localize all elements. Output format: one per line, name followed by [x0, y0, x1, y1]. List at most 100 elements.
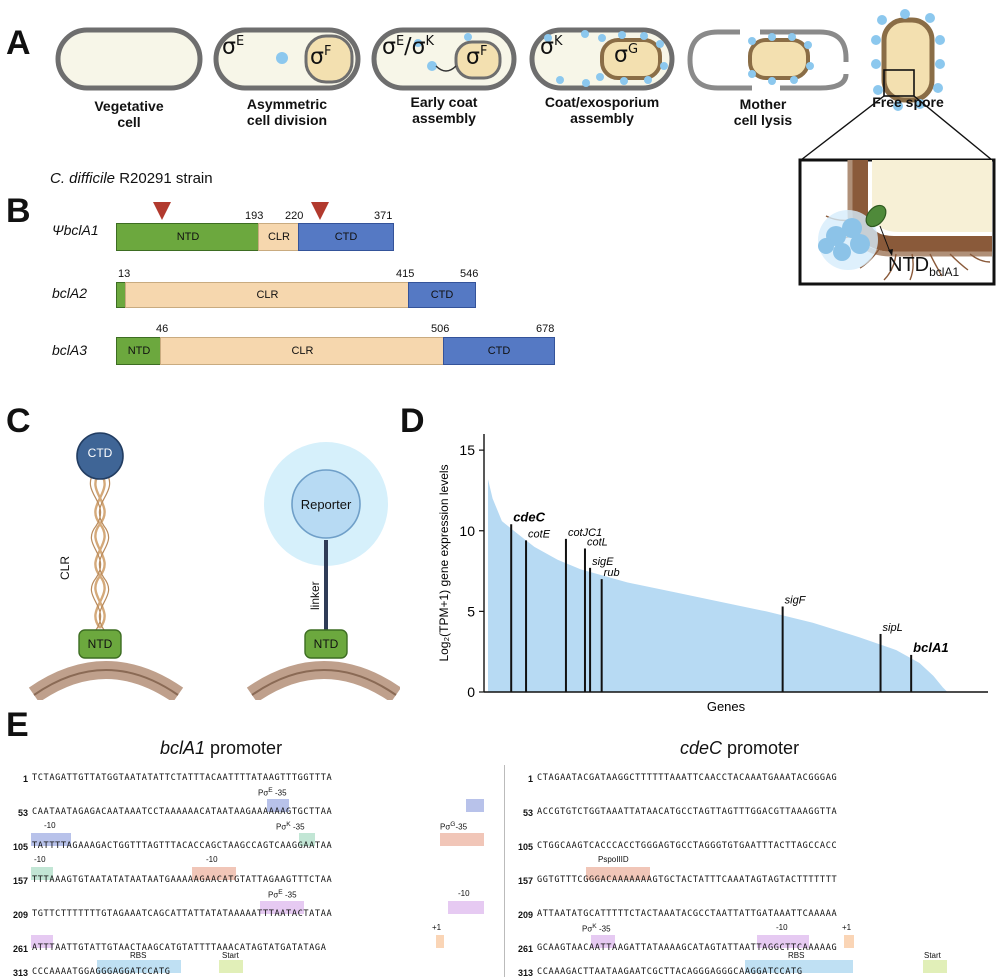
- mutation-triangle-icon: [153, 202, 171, 220]
- sigma-k-label: σK: [540, 34, 563, 60]
- sigma-g-label: σG: [614, 42, 639, 68]
- vegetative-cell: [55, 27, 203, 91]
- panel-label-c: C: [6, 402, 31, 440]
- gene-label-bclA1: bclA1: [913, 640, 948, 655]
- ann-left-plus1: +1: [432, 923, 442, 932]
- hl-left-m10d: [448, 901, 484, 914]
- bcla3-clr-domain: CLR: [160, 337, 445, 365]
- forespore-compartment: [304, 34, 354, 84]
- left-seq-line-209: TGTTCTTTTTTTGTAGAAATCAGCATTATTATATAAAAAT…: [32, 909, 333, 919]
- y-axis-label: Log₂(TPM+1) gene expression levels: [437, 464, 451, 661]
- right-seq-line-53: ACCGTGTCTGGTAAATTATAACATGCCTAGTTAGTTTGGA…: [537, 807, 838, 817]
- ntd-right-label: NTD: [313, 637, 339, 651]
- ann-left-m10c: -10: [206, 855, 218, 864]
- ntd-left-label: NTD: [87, 637, 113, 651]
- expression-area: [488, 479, 948, 692]
- ntd-anchor-icon: [865, 204, 887, 228]
- inset-ntd-label: NTDbclA1: [888, 254, 960, 279]
- hl-left-m10a: [31, 833, 71, 846]
- right-line-num-53: 53: [522, 808, 533, 818]
- right-line-num-105: 105: [517, 842, 533, 852]
- right-seq-line-105: CTGGCAAGTCACCCACCTGGGAGTGCCTAGGGTGTGAATT…: [537, 841, 838, 851]
- bcla1-ctd-domain: CTD: [298, 223, 394, 251]
- bcla3-ntd-domain: NTD: [116, 337, 162, 365]
- ann-left-m10b: -10: [34, 855, 46, 864]
- ann-left-m10a: -10: [44, 821, 56, 830]
- hl-right-rbs: [745, 960, 853, 973]
- lysed-mother-cell: [687, 29, 849, 91]
- left-seq-line-313: CCCAAAATGGAGGGAGGATCCATG: [32, 967, 171, 977]
- arrow-icon: [435, 65, 457, 72]
- bcla3-ctd-domain: CTD: [443, 337, 555, 365]
- right-line-num-1: 1: [527, 774, 533, 784]
- hl-left-pe35a: [267, 799, 289, 812]
- left-seq-line-157: TTTAAAGTGTAATATATAATAATGAAAAAGAACATGTATT…: [32, 875, 333, 885]
- sequence-divider: [504, 765, 505, 977]
- hl-left-m10b: [31, 867, 53, 880]
- right-seq-line-157: GGTGTTTCGGGACAAAAAAAGTGCTACTATTTCAAATAGT…: [537, 875, 838, 885]
- reporter-sphere: [291, 469, 361, 539]
- left-seq-line-1: TCTAGATTGTTATGGTAATATATTCTATTTACAATTTTAT…: [32, 773, 333, 783]
- right-line-num-157: 157: [517, 876, 533, 886]
- ann-right-pk35: PσK -35: [582, 923, 611, 934]
- ann-right-plus1: +1: [842, 923, 852, 932]
- ntd-right-box: [304, 629, 348, 659]
- strain-title: C. difficile R20291 strain: [50, 170, 213, 187]
- hl-left-pg35: [440, 833, 484, 846]
- gene-name-bcla3: bclA3: [52, 342, 88, 358]
- left-line-num-53: 53: [17, 808, 28, 818]
- ctd-label: CTD: [87, 446, 113, 460]
- left-line-num-261: 261: [12, 944, 28, 954]
- panel-label-d: D: [400, 402, 425, 440]
- y-tick-label: 5: [467, 603, 475, 619]
- left-line-num-313: 313: [12, 968, 28, 978]
- right-line-num-209: 209: [517, 910, 533, 920]
- bcla2-clr-domain: CLR: [125, 282, 410, 308]
- gene-name-bcla2: bclA2: [52, 285, 88, 301]
- hl-left-start: [219, 960, 243, 973]
- free-spore: [881, 17, 935, 103]
- left-line-num-157: 157: [12, 876, 28, 886]
- panel-label-a: A: [6, 24, 31, 62]
- gene-label-sigF: sigF: [785, 595, 807, 607]
- left-seq-line-105: TATTTTAGAAAGACTGGTTTAGTTTACACCAGCTAAGCCA…: [32, 841, 333, 851]
- gene-label-sipL: sipL: [883, 622, 903, 634]
- cdec-promoter-title: cdeC promoter: [680, 738, 800, 758]
- right-seq-line-261: GCAAGTAACAATTAAGATTATAAAAGCATAGTATTAATTA…: [537, 943, 838, 953]
- bcla1-promoter-title: bclA1 promoter: [160, 738, 283, 758]
- left-line-num-209: 209: [12, 910, 28, 920]
- zoom-box: [883, 69, 915, 97]
- hl-left-plus1: [436, 935, 444, 948]
- bcla2-pos-415: 415: [396, 268, 415, 280]
- left-line-num-1: 1: [22, 774, 28, 784]
- hl-right-pk35: [591, 935, 615, 948]
- x-axis-label: Genes: [707, 699, 746, 714]
- hl-left-pe35b: [260, 901, 304, 914]
- protein-model-illustration: [28, 432, 400, 700]
- y-tick-label: 15: [459, 442, 475, 458]
- gene-label-cdeC: cdeC: [513, 509, 545, 524]
- sigma-e-k-label: σE/σK: [382, 34, 435, 60]
- bcla2-ctd-domain: CTD: [408, 282, 476, 308]
- left-seq-line-261: ATTTAATTGTATTGTAACTAAGCATGTATTTTAAACATAG…: [32, 943, 327, 953]
- bcla1-ntd-domain: NTD: [116, 223, 260, 251]
- ntd-left-box: [78, 629, 122, 659]
- ann-left-m10d: -10: [458, 889, 470, 898]
- gene-label-sigE: sigE: [592, 556, 614, 568]
- ann-left-pk35: PσK -35: [276, 821, 305, 832]
- right-line-num-313: 313: [517, 968, 533, 978]
- bcla3-pos-46: 46: [156, 323, 169, 335]
- ann-left-pg35: PσG-35: [440, 821, 468, 832]
- gene-label-cotL: cotL: [587, 536, 608, 548]
- hl-left-att: [31, 935, 53, 948]
- ann-right-m10: -10: [776, 923, 788, 932]
- sigma-f-label-2: σF: [466, 44, 488, 70]
- right-seq-line-209: ATTAATATGCATTTTTCTACTAAATACGCCTAATTATTGA…: [537, 909, 838, 919]
- ann-left-start: Start: [222, 951, 239, 960]
